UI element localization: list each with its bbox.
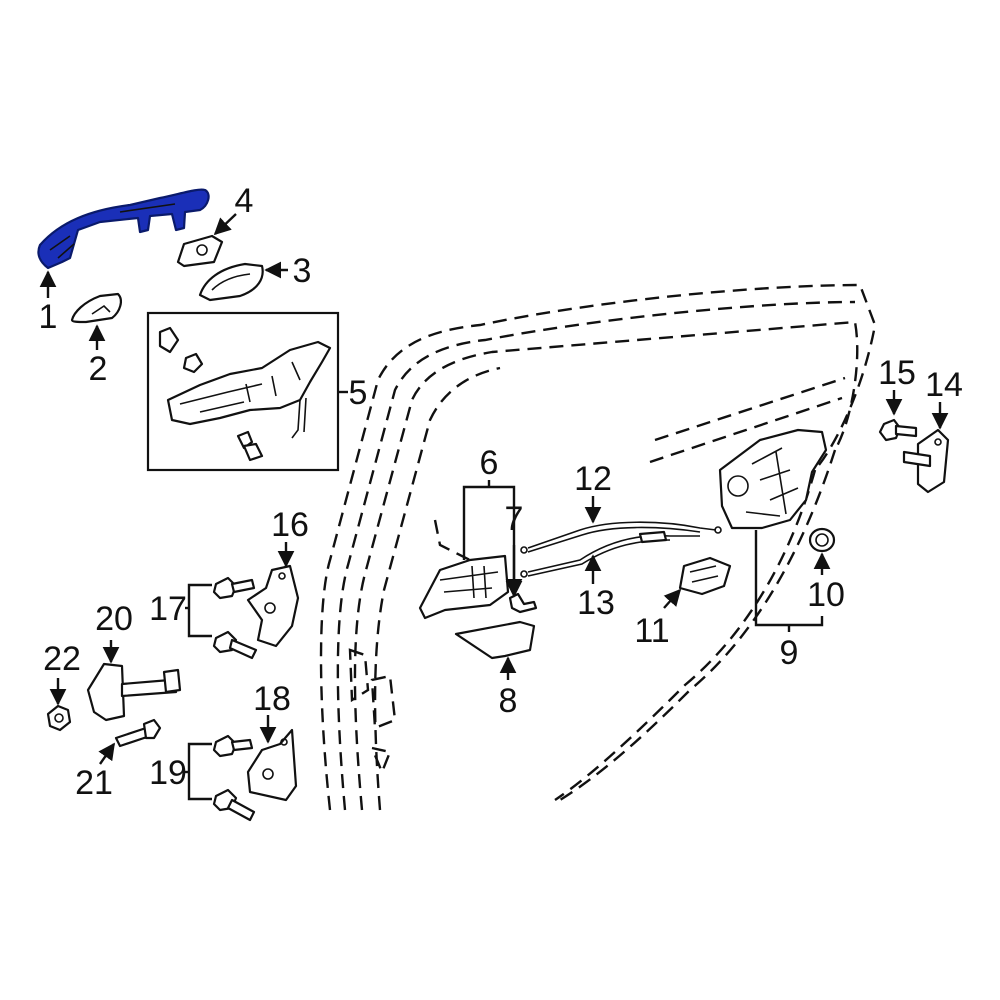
part-2-handle-cap[interactable] xyxy=(70,292,122,324)
callout-19: 19 xyxy=(149,754,187,792)
part-4-pad[interactable] xyxy=(176,234,224,268)
part-10-grommet[interactable] xyxy=(808,527,836,553)
callout-15: 15 xyxy=(878,354,916,392)
callout-20: 20 xyxy=(95,600,133,638)
part-21-bolt[interactable] xyxy=(114,718,162,748)
part-20-door-check[interactable] xyxy=(86,662,182,722)
outside-handle-detail xyxy=(49,203,176,259)
part-16-upper-hinge[interactable] xyxy=(246,564,300,648)
callout-10: 10 xyxy=(807,576,845,614)
callout-13: 13 xyxy=(577,584,615,622)
callout-11: 11 xyxy=(634,612,669,650)
callout-5: 5 xyxy=(349,374,368,412)
part-19-hinge-bolts[interactable] xyxy=(212,734,256,822)
part-3-gasket[interactable] xyxy=(198,262,264,302)
part-14-striker[interactable] xyxy=(902,428,950,494)
callout-12: 12 xyxy=(574,460,612,498)
callout-1: 1 xyxy=(39,298,58,336)
leader-lines xyxy=(39,213,949,801)
callout-21: 21 xyxy=(75,764,113,802)
callout-6: 6 xyxy=(480,444,499,482)
part-17-hinge-bolts[interactable] xyxy=(212,576,258,660)
door-outline xyxy=(319,283,877,811)
callout-4: 4 xyxy=(235,182,254,220)
part-11-lock-bracket[interactable] xyxy=(678,556,732,596)
callout-7: 7 xyxy=(505,500,524,538)
callout-14: 14 xyxy=(925,366,963,404)
part-9-lock-assembly[interactable] xyxy=(718,428,828,530)
part-7-clip[interactable] xyxy=(508,592,538,614)
callout-3: 3 xyxy=(293,252,312,290)
part-22-nut[interactable] xyxy=(46,704,72,732)
outside-handle-shape xyxy=(37,188,210,270)
part-18-lower-hinge[interactable] xyxy=(246,728,298,802)
callout-18: 18 xyxy=(253,680,291,718)
callout-labels: 1 2 3 4 5 6 7 8 9 10 11 12 13 14 15 16 1… xyxy=(39,182,963,802)
part-6-inside-handle[interactable] xyxy=(418,554,510,620)
part-5-handle-frame-kit[interactable] xyxy=(146,311,340,472)
part-15-screw[interactable] xyxy=(878,418,918,442)
part-1-outside-handle[interactable] xyxy=(37,188,210,270)
callout-17: 17 xyxy=(149,590,187,628)
part-8-trim-cover[interactable] xyxy=(454,620,536,660)
callout-2: 2 xyxy=(89,350,108,388)
part-13-handle-cable[interactable] xyxy=(520,530,700,578)
callout-9: 9 xyxy=(780,634,799,672)
part-12-lock-cable[interactable] xyxy=(520,521,722,554)
callout-22: 22 xyxy=(43,640,81,678)
callout-16: 16 xyxy=(271,506,309,544)
callout-8: 8 xyxy=(499,682,518,720)
